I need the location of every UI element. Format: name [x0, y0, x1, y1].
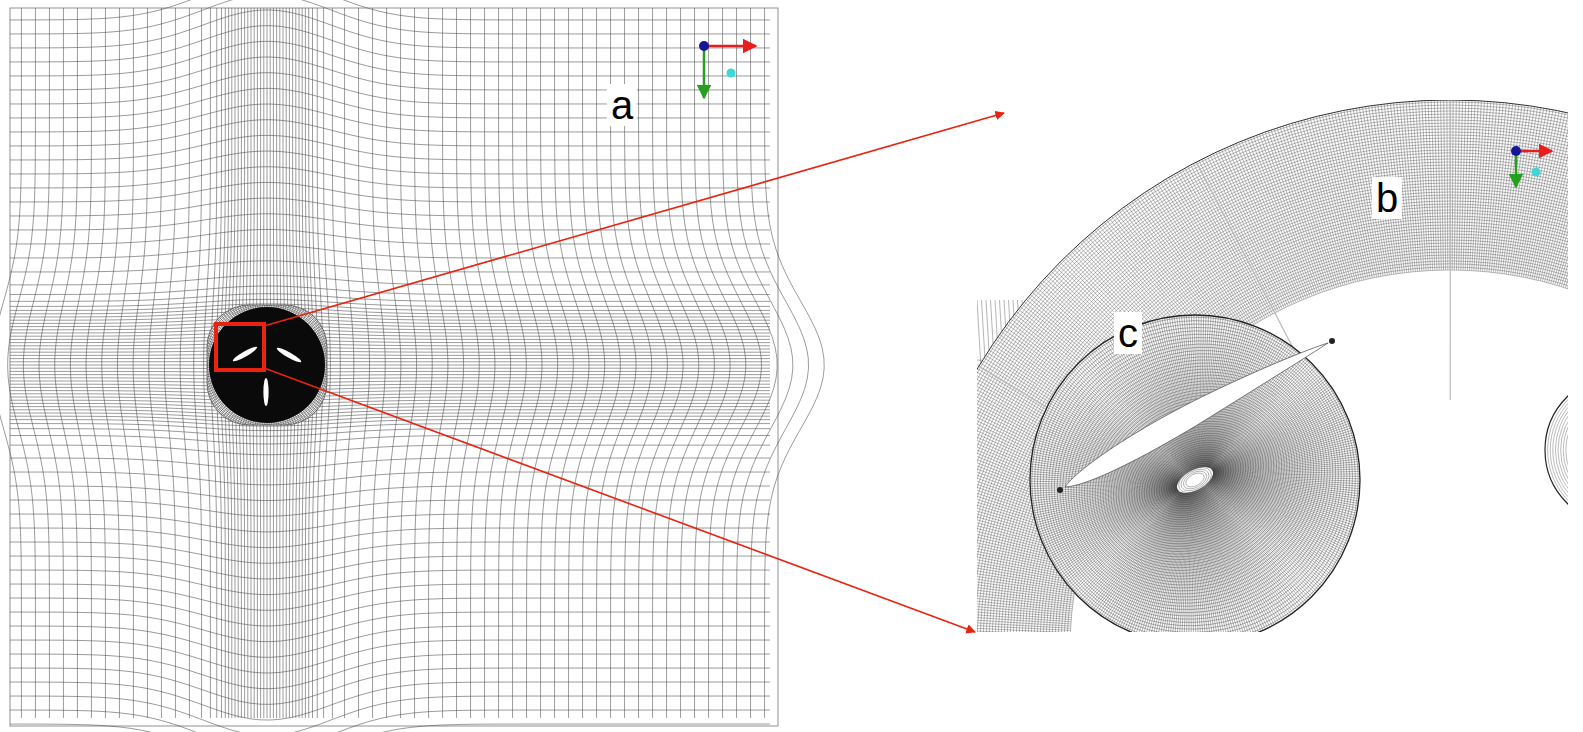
y-axis: [703, 46, 706, 98]
y-axis: [1515, 151, 1518, 187]
zoom-arrow: [264, 113, 1004, 326]
panel-letter: a: [607, 84, 637, 126]
blade-zone-outline: [1030, 315, 1360, 632]
blade: [263, 378, 268, 406]
stator-outline: [977, 100, 1568, 632]
stator-zone: [977, 100, 1568, 632]
panel-letter: c: [1114, 312, 1142, 354]
neighbour-outline: [1545, 375, 1568, 525]
stator-mesh: [977, 100, 1568, 632]
airfoil: [1058, 331, 1333, 496]
z-axis-dot: [699, 41, 709, 51]
ring-outline: [207, 305, 327, 425]
left-panel: [0, 0, 824, 732]
view-ball: [727, 69, 736, 78]
blade-mesh-group: [977, 256, 1419, 632]
panel-letter: b: [1372, 177, 1402, 219]
zoom-box: [216, 324, 264, 370]
blade-mesh: [977, 256, 1419, 632]
z-axis-dot: [1511, 146, 1521, 156]
wake-point: [1329, 338, 1335, 344]
axis-triad: [1511, 146, 1552, 187]
x-axis: [704, 45, 756, 48]
blade: [232, 345, 259, 364]
neighbour-zone: [1545, 375, 1568, 525]
x-axis: [1516, 150, 1552, 153]
view-ball: [1532, 168, 1541, 177]
axis-triad: [699, 41, 756, 98]
ring-mesh: [207, 305, 327, 425]
right-panel: [977, 100, 1568, 632]
wake-point: [1057, 487, 1063, 493]
zoom-arrow: [264, 368, 975, 632]
grid-lines: [0, 0, 824, 732]
transition-ring: [207, 305, 327, 425]
blade: [276, 346, 303, 365]
